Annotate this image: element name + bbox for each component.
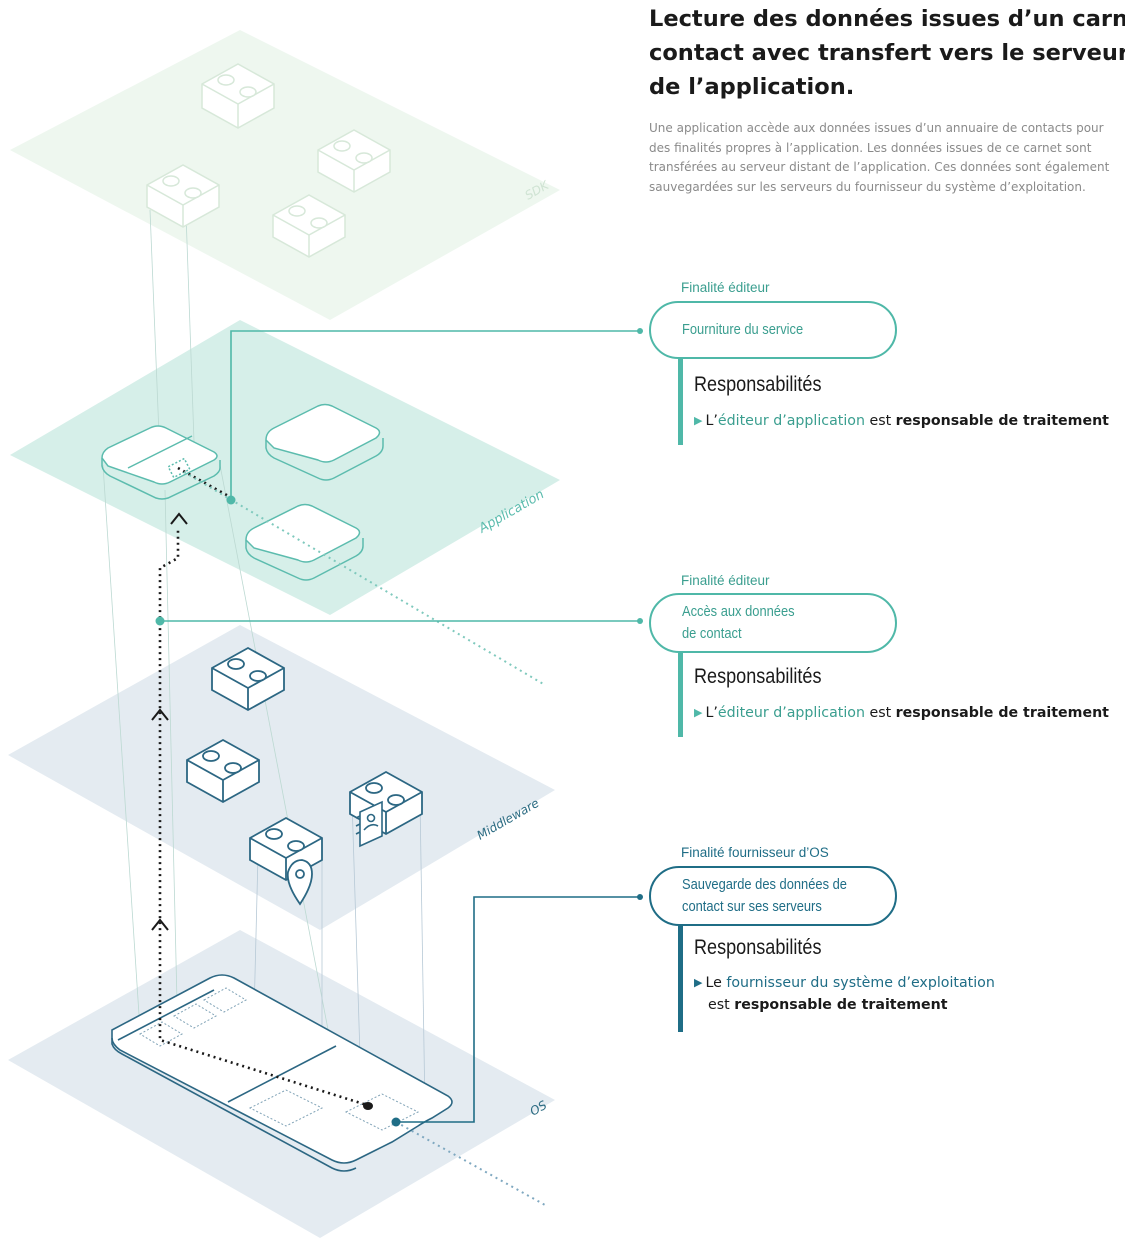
sdk-layer-plane [10,30,560,320]
triangle-bullet-icon: ▶ [694,976,703,989]
line-prefix: L’ [705,413,718,429]
responsibility-bar [678,653,683,737]
title-line: de l’application. [649,74,855,100]
role-text: responsable de traitement [734,997,948,1013]
intro-line: sauvegardées sur les serveurs du fournis… [649,180,1086,195]
line-mid: est [708,997,735,1013]
purpose-pill: Accès aux données de contact [649,593,897,653]
app-tile-phone-shape [101,425,221,500]
pill-line: de contact [682,625,742,642]
title-line: contact avec transfert vers le serveur d… [649,40,1125,66]
flow-arrow-3 [151,918,169,931]
actor-name: fournisseur du système d’exploitation [726,975,995,991]
sdk-bricks [146,63,391,258]
page-title: Lecture des données issues d’un carnet d… [649,2,1125,104]
responsibility-title: Responsabilités [694,936,822,959]
sdk-brick-4 [272,194,346,258]
title-line: Lecture des données issues d’un carnet d… [649,6,1125,32]
responsibility-bar [678,926,683,1032]
responsibility-bar [678,359,683,445]
mw-brick-2 [186,738,260,804]
data-flow-path [151,466,546,1206]
application-layer-plane [10,320,560,615]
line-mid: est [864,705,896,721]
flow-arrow-2 [151,708,169,721]
responsibility-title: Responsabilités [694,373,822,396]
pill-line: Sauvegarde des données de [682,876,847,893]
line-mid: est [864,413,896,429]
flow-arrow-1 [170,512,188,525]
sdk-brick-1 [201,63,275,129]
responsibility-line: ▶L’éditeur d’application est responsable… [694,410,1109,432]
projection-lines [102,184,331,1046]
actor-name: éditeur d’application [717,413,865,429]
responsibility-line: ▶L’éditeur d’application est responsable… [694,702,1109,724]
sdk-brick-2 [317,129,391,193]
middleware-layer-plane [8,625,555,930]
intro-paragraph: Une application accède aux données issue… [649,119,1125,198]
sdk-brick-3 [146,164,220,228]
responsibility-line: ▶Le fournisseur du système d’exploitatio… [694,972,995,994]
intro-line: transférées au serveur distant de l’appl… [649,160,1110,175]
role-text: responsable de traitement [895,705,1109,721]
flow-to-remote-server [183,471,546,686]
purpose-pill: Sauvegarde des données de contact sur se… [649,866,897,926]
line-prefix: Le [705,975,727,991]
triangle-bullet-icon: ▶ [694,706,703,719]
purpose-pill-text: Sauvegarde des données de contact sur se… [682,874,847,918]
location-pin-icon [286,859,313,906]
os-phone-base [111,974,453,1172]
intro-line: Une application accède aux données issue… [649,121,1104,135]
intro-line: des finalités propres à l’application. L… [649,140,1092,155]
flow-to-os-server [395,1121,546,1206]
mw-brick-1 [211,646,285,712]
actor-name: éditeur d’application [717,705,865,721]
app-tile-large-1 [265,403,384,481]
role-text: responsable de traitement [895,413,1109,429]
responsibility-line-2: est responsable de traitement [708,997,948,1013]
purpose-label: Finalité éditeur [681,280,770,295]
connector-lines [155,328,643,1127]
triangle-bullet-icon: ▶ [694,414,703,427]
line-prefix: L’ [705,705,718,721]
purpose-pill: Fourniture du service [649,301,897,359]
pill-line: Accès aux données [682,603,795,620]
pill-line: contact sur ses serveurs [682,898,822,915]
responsibility-title: Responsabilités [694,665,822,688]
application-tiles [101,403,384,581]
contact-book-icon [355,800,383,848]
app-tile-large-2 [245,503,364,581]
flow-origin-dot [363,1102,373,1110]
pill-line: Fourniture du service [682,321,804,338]
purpose-pill-text: Accès aux données de contact [682,601,795,645]
purpose-label: Finalité fournisseur d’OS [681,845,829,860]
purpose-pill-text: Fourniture du service [682,319,803,341]
purpose-label: Finalité éditeur [681,573,770,588]
os-dashed-slots [138,987,420,1131]
